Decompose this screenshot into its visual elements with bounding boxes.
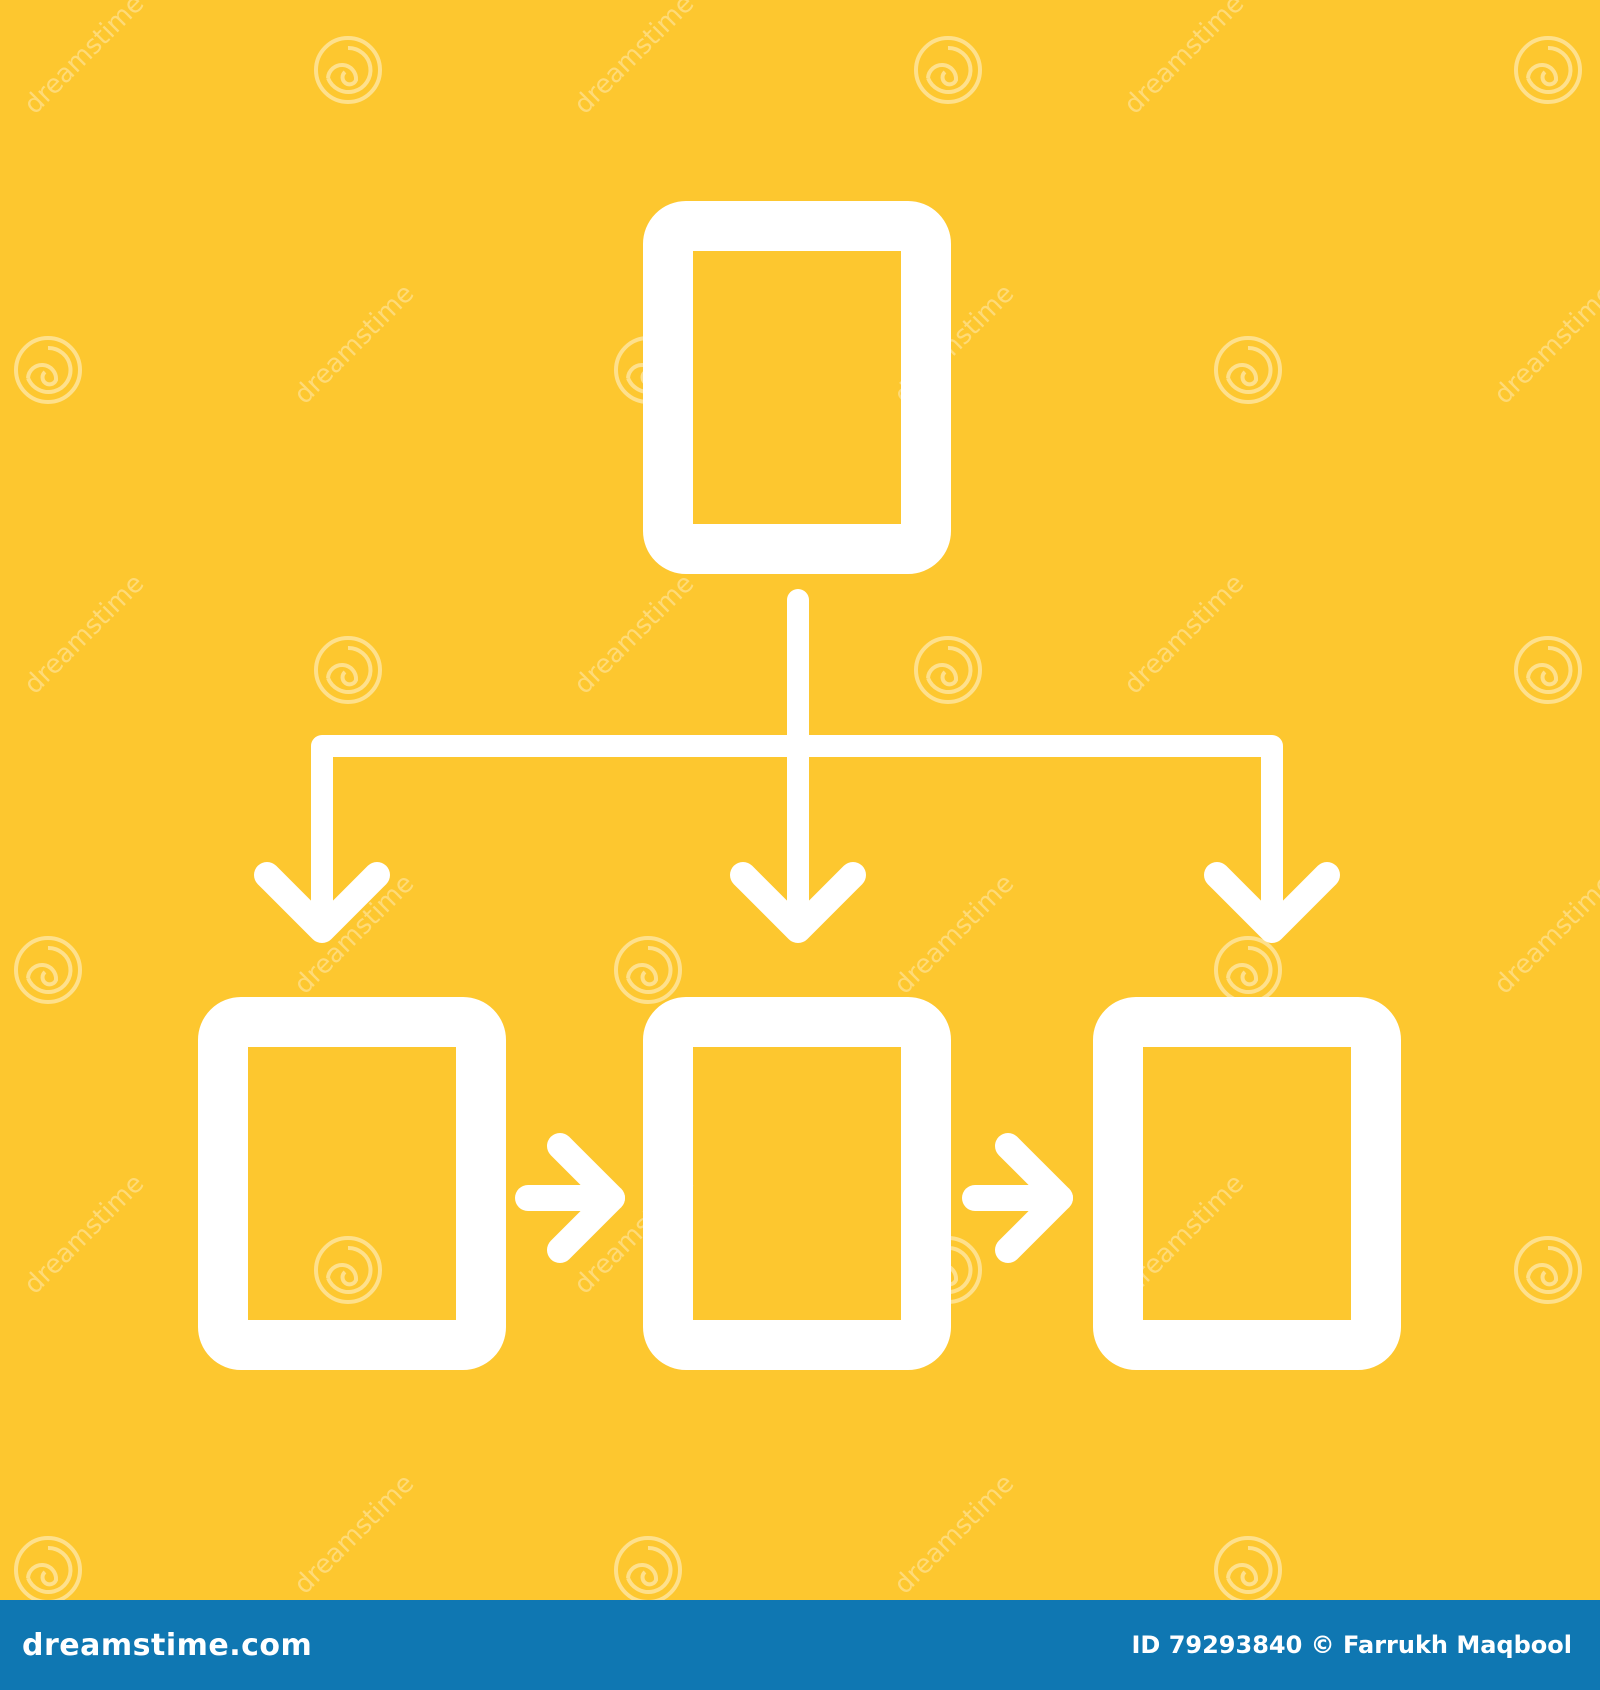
watermark-text: dreamstime bbox=[889, 869, 1021, 1001]
spiral-logo-icon bbox=[914, 636, 982, 704]
flowchart-diagram: dreamstime dreamstime dreamstime dreamstime… bbox=[14, 0, 1600, 1600]
node-child-middle bbox=[643, 997, 951, 1370]
spiral-logo-icon bbox=[314, 36, 382, 104]
spiral-logo-icon bbox=[1514, 36, 1582, 104]
arrow-down-icon bbox=[254, 862, 390, 943]
arrow-down-icon bbox=[1204, 862, 1340, 943]
node-child-left bbox=[198, 997, 506, 1370]
footer-credit: ID 79293840 © Farrukh Maqbool bbox=[1131, 1631, 1573, 1659]
spiral-logo-icon bbox=[614, 1536, 682, 1600]
spiral-logo-icon bbox=[1214, 1536, 1282, 1600]
watermark-text: dreamstime bbox=[289, 1469, 421, 1600]
spiral-logo-icon bbox=[14, 336, 82, 404]
arrow-down-icon bbox=[730, 862, 866, 943]
watermark-text: dreamstime bbox=[889, 1469, 1021, 1600]
footer-brand: dreamstime.com bbox=[22, 1627, 313, 1663]
watermark-text: dreamstime bbox=[569, 569, 701, 701]
spiral-logo-icon bbox=[314, 1236, 382, 1304]
spiral-logo-icon bbox=[14, 936, 82, 1004]
node-root bbox=[643, 201, 951, 574]
arrow-right-icon bbox=[962, 1133, 1073, 1263]
arrow-right-icon bbox=[515, 1133, 625, 1263]
spiral-logo-icon bbox=[314, 636, 382, 704]
spiral-logo-icon bbox=[1214, 336, 1282, 404]
spiral-logo-icon bbox=[1514, 1236, 1582, 1304]
spiral-logo-icon bbox=[614, 936, 682, 1004]
connector-lines bbox=[311, 589, 1283, 931]
watermark-text: dreamstime bbox=[19, 0, 151, 120]
watermark-text: dreamstime bbox=[19, 1169, 151, 1301]
watermark-text: dreamstime bbox=[569, 0, 701, 120]
diagram-canvas: dreamstime dreamstime dreamstime dreamstime… bbox=[14, 0, 1600, 1600]
watermark-text: dreamstime bbox=[19, 569, 151, 701]
node-child-right bbox=[1093, 997, 1401, 1370]
watermark-text: dreamstime bbox=[1489, 279, 1600, 411]
spiral-logo-icon bbox=[14, 1536, 82, 1600]
watermark-text: dreamstime bbox=[289, 279, 421, 411]
watermark-text: dreamstime bbox=[1119, 0, 1251, 120]
watermark-text: dreamstime bbox=[1489, 869, 1600, 1001]
watermark-text: dreamstime bbox=[1119, 569, 1251, 701]
spiral-logo-icon bbox=[914, 36, 982, 104]
footer-bar: dreamstime.com ID 79293840 © Farrukh Maq… bbox=[0, 1600, 1600, 1690]
spiral-logo-icon bbox=[1214, 936, 1282, 1004]
spiral-logo-icon bbox=[1514, 636, 1582, 704]
